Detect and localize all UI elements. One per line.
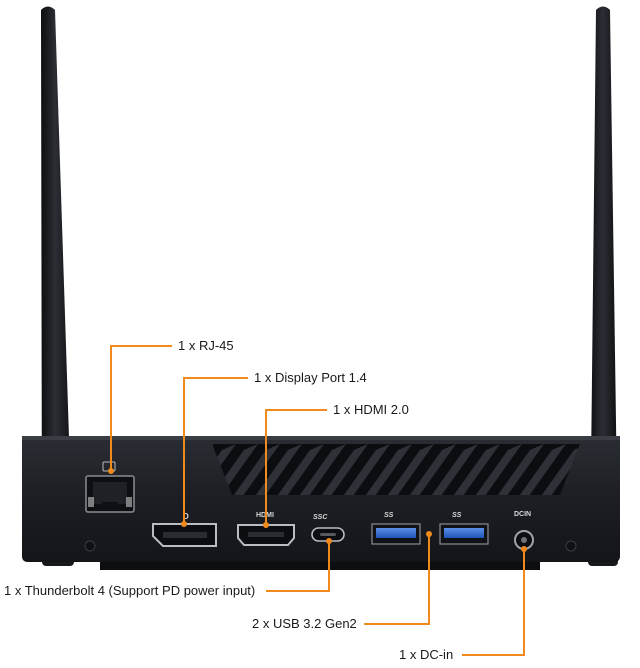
callout-dots <box>108 468 527 552</box>
callout-rj45: 1 x RJ-45 <box>178 338 234 353</box>
usb-a-port-left: SS <box>371 512 421 545</box>
screw <box>84 540 96 552</box>
callout-thunderbolt: 1 x Thunderbolt 4 (Support PD power inpu… <box>4 583 256 598</box>
dp-callout-line <box>183 377 248 524</box>
hdmi-port: HDMI <box>237 512 295 546</box>
callout-lines <box>110 345 525 656</box>
dcin-marking: DCIN <box>514 511 531 518</box>
screw <box>565 540 577 552</box>
dp-marking: D <box>183 512 189 521</box>
callout-displayport: 1 x Display Port 1.4 <box>254 370 367 385</box>
hdmi-callout-line <box>265 409 327 525</box>
chassis <box>22 436 620 570</box>
usb-marking: SS <box>452 512 462 519</box>
callout-dcin: 1 x DC-in <box>399 647 454 662</box>
dcin-callout-line <box>462 549 525 656</box>
typec-marking: SSC <box>313 514 328 521</box>
rj45-port <box>85 461 135 513</box>
displayport-port: D <box>152 512 217 547</box>
tb4-callout-line <box>266 541 330 592</box>
usb-callout-line <box>364 534 430 625</box>
usb-a-port-right: SS <box>439 512 489 545</box>
callout-usb: 2 x USB 3.2 Gen2 <box>252 616 357 631</box>
callout-hdmi: 1 x HDMI 2.0 <box>333 402 409 417</box>
hdmi-marking: HDMI <box>256 512 274 519</box>
rj45-callout-line <box>110 345 172 471</box>
usb-marking: SS <box>384 512 394 519</box>
